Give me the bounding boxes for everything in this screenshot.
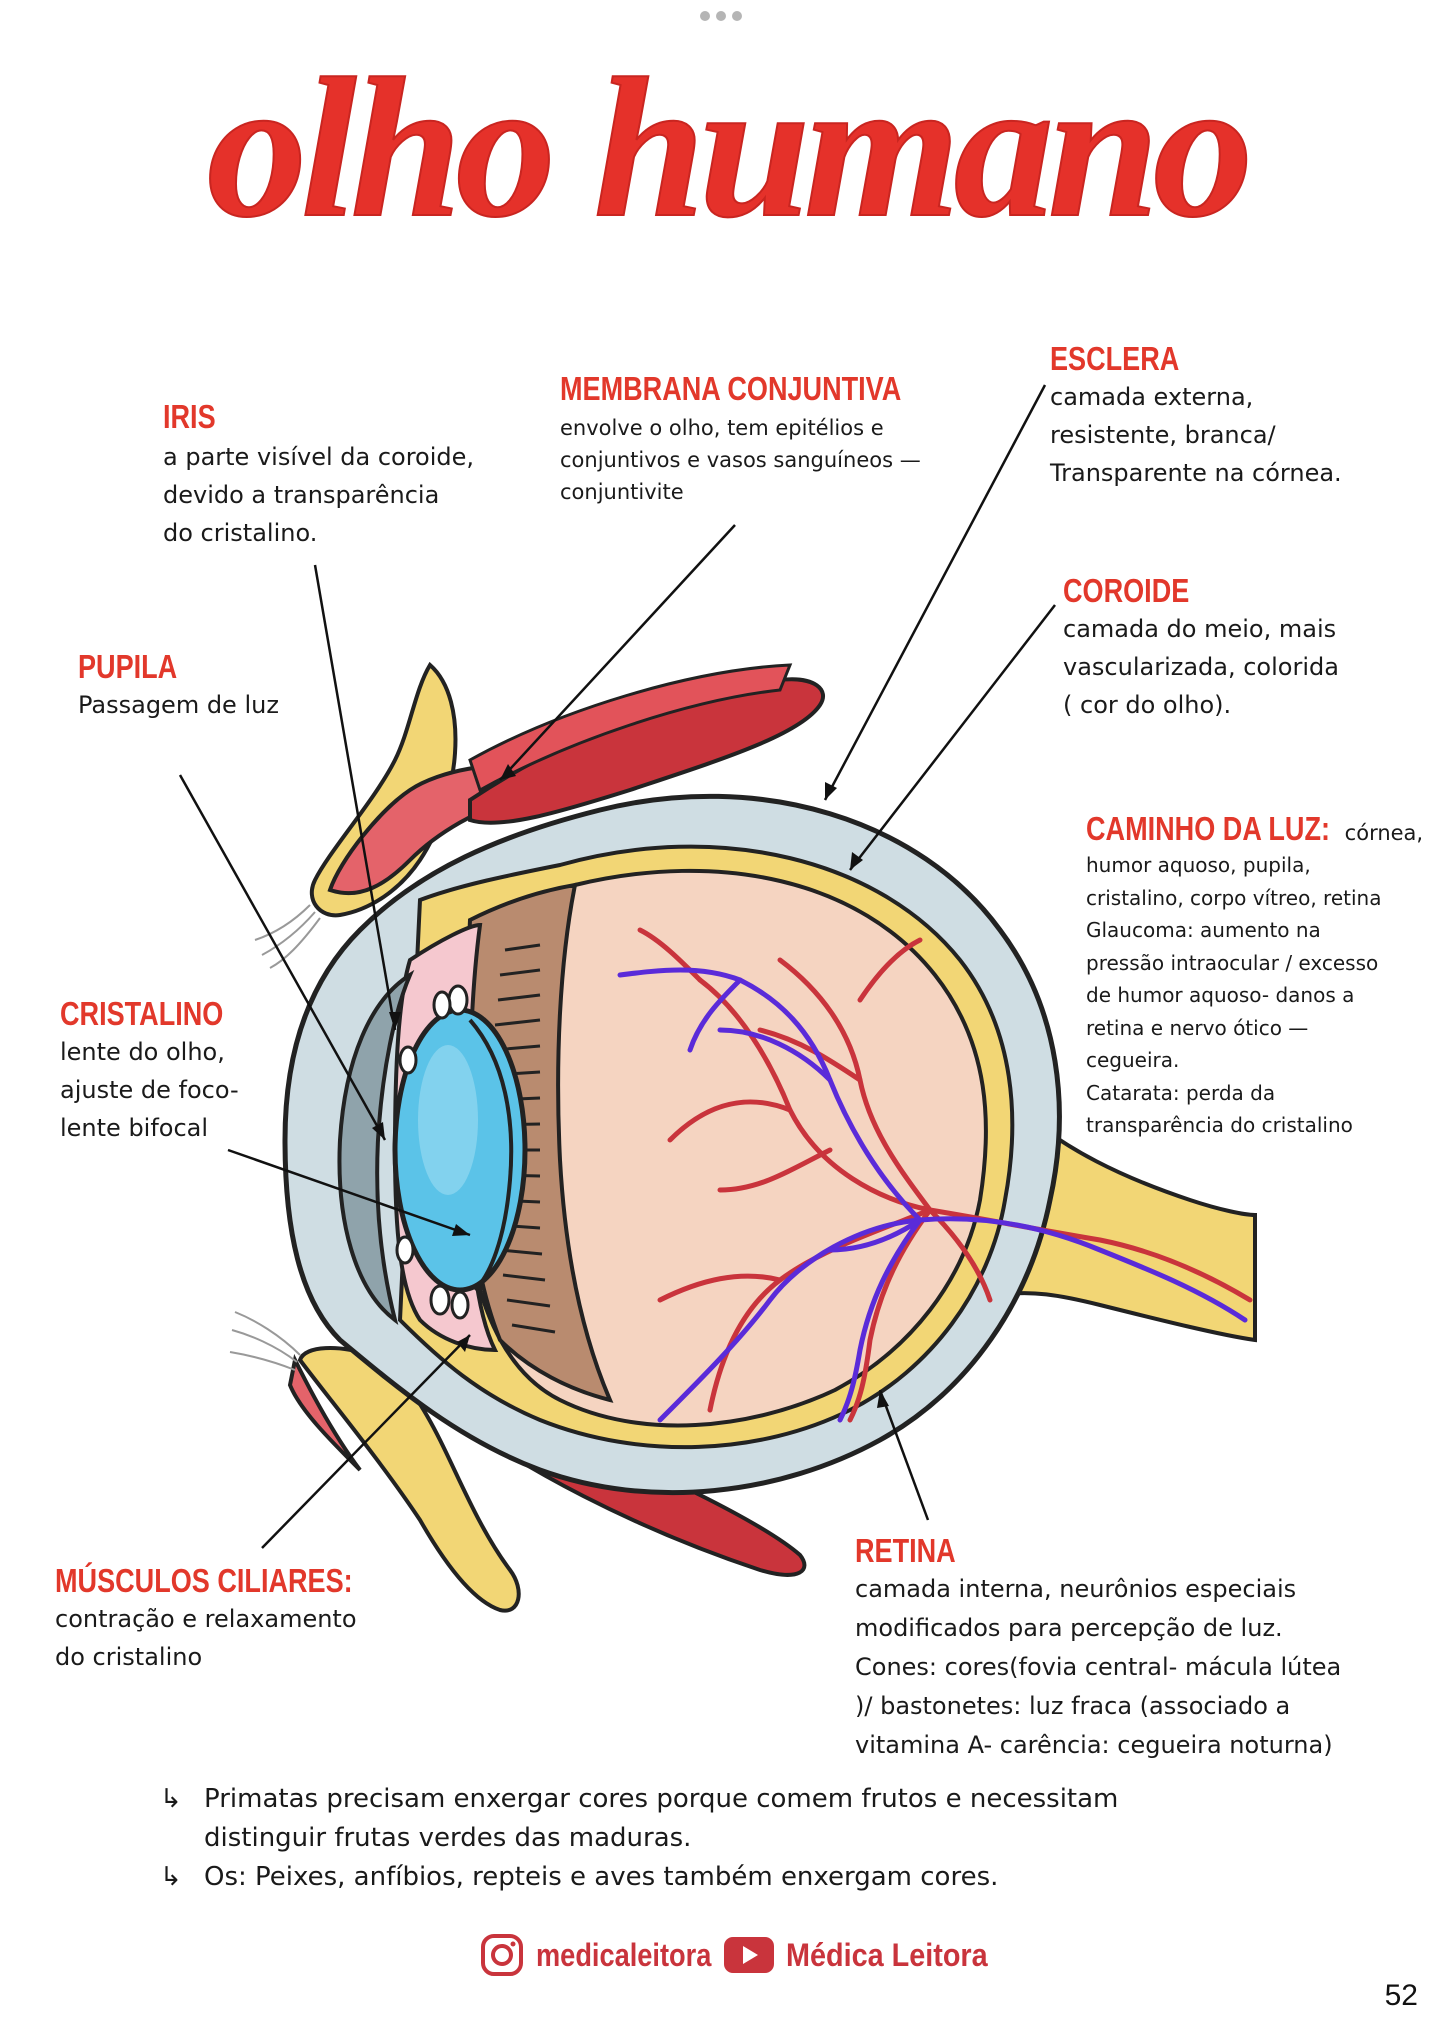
cristalino-line: lente do olho,	[60, 1038, 225, 1066]
notes-list: ↳Primatas precisam enxergar cores porque…	[160, 1780, 1260, 1897]
membrana-line: conjuntivos e vasos sanguíneos —	[560, 448, 921, 472]
vitreous-body	[478, 868, 988, 1428]
label-coroide: COROIDE camada do meio, mais vasculariza…	[1063, 572, 1339, 724]
caminho-line: cristalino, corpo vítreo, retina	[1086, 885, 1382, 910]
eyelashes-top	[254, 904, 321, 969]
iris-line: a parte visível da coroide,	[163, 443, 475, 471]
caminho-line: transparência do cristalino	[1086, 1113, 1353, 1137]
pointer-membrana	[499, 524, 736, 781]
iris-line: devido a transparência	[163, 481, 440, 509]
caminho-first: córnea,	[1344, 821, 1424, 845]
pointer-esclera	[823, 384, 1047, 801]
membrana-title: MEMBRANA CONJUNTIVA	[560, 370, 902, 407]
title-text: olho humano	[207, 40, 1247, 259]
coroide-title: COROIDE	[1063, 572, 1190, 609]
membrana-line: envolve o olho, tem epitélios e	[560, 416, 884, 440]
esclera-line: resistente, branca/	[1050, 421, 1276, 449]
caminho-line: Catarata: perda da	[1086, 1080, 1276, 1105]
pointer-pupila	[178, 774, 387, 1141]
pointer-coroide	[849, 604, 1056, 871]
retina-line: )/ bastonetes: luz fraca (associado a	[855, 1692, 1291, 1720]
pointer-lines	[178, 384, 1056, 1549]
more-options-dots[interactable]	[700, 6, 754, 21]
caminho-line: cegueira.	[1086, 1048, 1180, 1072]
caminho-title: CAMINHO DA LUZ:	[1086, 810, 1331, 847]
retina-title: RETINA	[855, 1532, 956, 1569]
iris-line: do cristalino.	[163, 519, 318, 547]
retina-line: vitamina A- carência: cegueira noturna)	[855, 1731, 1333, 1759]
label-cristalino: CRISTALINO lente do olho, ajuste de foco…	[60, 995, 259, 1147]
social-footer: medicaleitora Médica Leitora	[480, 1930, 1010, 1980]
pupila-title: PUPILA	[78, 648, 178, 685]
lower-eyelid-fold	[287, 1353, 362, 1472]
membrana-line: conjuntivite	[560, 480, 684, 504]
optic-nerve	[997, 1095, 1257, 1343]
pupila-line: Passagem de luz	[78, 691, 279, 719]
retina-line: Cones: cores(fovia central- mácula lútea	[855, 1653, 1342, 1681]
youtube-icon[interactable]	[724, 1937, 774, 1973]
musculos-title: MÚSCULOS CILIARES:	[55, 1562, 353, 1599]
instagram-handle[interactable]: medicaleitora	[536, 1936, 712, 1973]
iris-title: IRIS	[163, 398, 216, 435]
caminho-line: Glaucoma: aumento na	[1086, 918, 1321, 942]
caminho-line: pressão intraocular / excesso	[1086, 950, 1379, 975]
curved-arrow-icon: ↳	[160, 1784, 182, 1814]
esclera-line: camada externa,	[1050, 383, 1254, 411]
cornea	[337, 969, 415, 1325]
note-item: ↳Os: Peixes, anfíbios, repteis e aves ta…	[160, 1858, 1260, 1897]
ciliary-processes	[395, 984, 470, 1320]
youtube-channel[interactable]: Médica Leitora	[786, 1936, 988, 1973]
eyelashes-bottom	[229, 1311, 301, 1371]
retinal-arteries	[637, 927, 1253, 1423]
musculos-line: contração e relaxamento	[55, 1605, 357, 1633]
label-membrana-conjuntiva: MEMBRANA CONJUNTIVA envolve o olho, tem …	[560, 370, 976, 508]
musculos-line: do cristalino	[55, 1643, 203, 1671]
label-esclera: ESCLERA camada externa, resistente, bran…	[1050, 340, 1342, 492]
coroide-line: ( cor do olho).	[1063, 691, 1232, 719]
retina-line: modificados para percepção de luz.	[855, 1614, 1283, 1642]
cristalino-line: ajuste de foco-	[60, 1076, 239, 1104]
label-caminho-da-luz: CAMINHO DA LUZ: córnea, humor aquoso, pu…	[1086, 810, 1446, 1142]
coroide-line: vascularizada, colorida	[1063, 653, 1339, 681]
esclera-title: ESCLERA	[1050, 340, 1180, 377]
retinal-veins	[617, 967, 1248, 1423]
note-item: ↳Primatas precisam enxergar cores porque…	[160, 1780, 1260, 1819]
retina-line: camada interna, neurônios especiais	[855, 1575, 1297, 1603]
label-iris: IRIS a parte visível da coroide, devido …	[163, 398, 474, 552]
pointer-retina	[878, 1389, 930, 1521]
pointer-musculos	[261, 1334, 471, 1549]
esclera-line: Transparente na córnea.	[1050, 459, 1342, 487]
caminho-line: retina e nervo ótico —	[1086, 1015, 1309, 1040]
label-pupila: PUPILA Passagem de luz	[78, 648, 279, 724]
curved-arrow-icon: ↳	[160, 1862, 182, 1892]
note-item-continued: distinguir frutas verdes das maduras.	[204, 1823, 692, 1853]
label-retina: RETINA camada interna, neurônios especia…	[855, 1532, 1341, 1765]
cristalino-title: CRISTALINO	[60, 995, 224, 1032]
instagram-icon[interactable]	[480, 1933, 524, 1977]
caminho-line: humor aquoso, pupila,	[1086, 853, 1311, 877]
caminho-line: de humor aquoso- danos a	[1086, 983, 1355, 1007]
cristalino-line: lente bifocal	[60, 1114, 209, 1142]
coroide-line: camada do meio, mais	[1063, 615, 1337, 643]
page-title: olho humano	[206, 40, 1254, 260]
label-musculos-ciliares: MÚSCULOS CILIARES: contração e relaxamen…	[55, 1562, 418, 1676]
page-number: 52	[1384, 1979, 1418, 2012]
pointer-iris	[313, 564, 397, 1031]
pointer-cristalino	[227, 1148, 471, 1237]
